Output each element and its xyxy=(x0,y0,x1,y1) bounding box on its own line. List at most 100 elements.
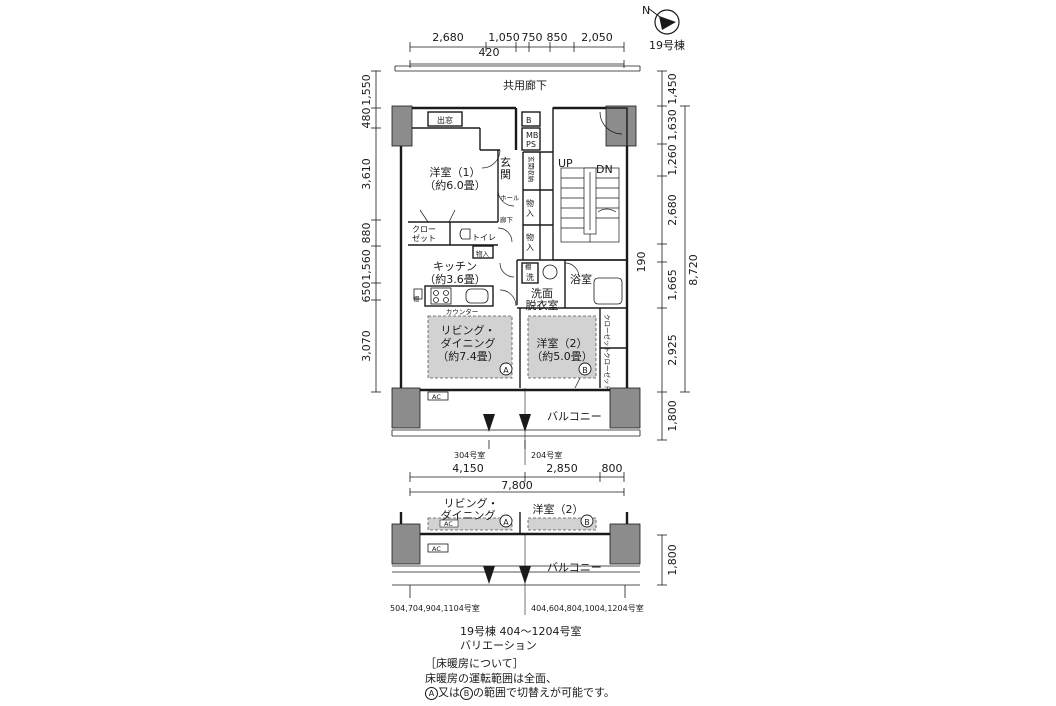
balcony-label: バルコニー xyxy=(547,410,602,423)
zone-a-marker-icon xyxy=(499,362,513,376)
right-dim-6: 1,665 xyxy=(666,269,679,301)
note-line1: 床暖房の運転範囲は全面、 xyxy=(425,672,557,685)
laundry-label: 洗 xyxy=(526,272,534,282)
ac-unit xyxy=(427,391,449,401)
entrance-label-1: 玄 xyxy=(500,155,511,169)
caption-line1: 19号棟 404〜1204号室 xyxy=(460,624,581,638)
variation-structure xyxy=(391,512,667,615)
washroom-label-1: 洗面 xyxy=(531,287,553,300)
partition-marker-left-icon xyxy=(483,414,495,432)
left-dim-5: 1,560 xyxy=(360,249,373,281)
variation-ac-label: AC xyxy=(432,545,441,553)
right-dim-total: 8,720 xyxy=(687,254,700,286)
zone-b-marker: B xyxy=(582,366,588,375)
closet-label-2: ゼット xyxy=(412,233,436,243)
note-title: ［床暖房について］ xyxy=(425,657,524,670)
partition-marker-right-icon xyxy=(519,414,531,432)
caption-line2: バリエーション xyxy=(460,639,537,652)
unit-label-left: 304号室 xyxy=(454,450,485,460)
mbps-label-2: PS xyxy=(526,140,536,149)
shoe-storage-label: 玄関収納 xyxy=(527,156,536,182)
living-area: （約7.4畳） xyxy=(437,349,499,363)
shelf-label-2: 棚 xyxy=(525,262,532,271)
right-dim-7: 2,925 xyxy=(666,334,679,366)
storage-label-2b: 入 xyxy=(526,243,534,252)
top-dim-1: 2,680 xyxy=(432,31,464,44)
top-dim-5: 2,050 xyxy=(581,31,613,44)
left-dim-3: 3,610 xyxy=(360,158,373,190)
variation-dim-1: 4,150 xyxy=(452,462,484,475)
right-dim-4: 2,680 xyxy=(666,194,679,226)
shelf-label: 棚 xyxy=(413,294,420,303)
zone-b-marker-icon xyxy=(578,362,592,376)
washroom-label-2: 脱衣室 xyxy=(526,298,559,312)
kitchen-label: キッチン xyxy=(433,260,477,273)
washbasin-icon xyxy=(542,264,558,280)
bedroom2-area: （約5.0畳） xyxy=(531,349,593,363)
fixtures xyxy=(413,228,623,305)
counter-label: カウンター xyxy=(446,307,479,316)
top-dimensions xyxy=(409,42,625,68)
left-dimensions xyxy=(371,70,381,393)
staircase xyxy=(560,167,620,243)
interior-walls xyxy=(408,107,628,388)
mbps-label-1: MB xyxy=(526,131,538,140)
storage-label-1: 物 xyxy=(526,198,534,208)
note-mid: 又は xyxy=(438,686,460,699)
stairs-up-label: UP xyxy=(558,157,573,170)
right-dim-5: 190 xyxy=(635,252,648,273)
kitchen-area: （約3.6畳） xyxy=(424,272,486,286)
structural-columns xyxy=(391,105,641,429)
variation-zone-a-marker: A xyxy=(503,518,509,527)
right-dim-8: 1,800 xyxy=(666,400,679,432)
living-label-2: ダイニング xyxy=(441,336,496,350)
b-label: B xyxy=(526,116,532,125)
bedroom1-area: （約6.0畳） xyxy=(424,178,486,192)
toilet-label: トイレ xyxy=(472,233,496,242)
bedroom2-label: 洋室（2） xyxy=(537,336,588,350)
right-dim-3: 1,260 xyxy=(666,144,679,176)
variation-dim-total: 7,800 xyxy=(501,479,533,492)
note-marker-b: B xyxy=(460,687,473,700)
compass-north-label: N xyxy=(642,4,650,17)
stove-icon xyxy=(430,287,452,305)
storage-label-2: 物 xyxy=(526,232,534,242)
left-dim-2: 480 xyxy=(360,108,373,129)
left-dim-4: 880 xyxy=(360,223,373,244)
variation-zone-a-icon xyxy=(499,514,513,528)
variation-partition-marker-right-icon xyxy=(519,566,531,584)
right-dim-2: 1,630 xyxy=(666,109,679,141)
left-dim-7: 3,070 xyxy=(360,330,373,362)
variation-dim-3: 800 xyxy=(602,462,623,475)
variation-living-label-1: リビング・ xyxy=(444,496,499,510)
variation-balcony-label: バルコニー xyxy=(547,561,602,574)
right-dim-1: 1,450 xyxy=(666,73,679,105)
compass: N 19号棟 xyxy=(642,4,685,52)
corridor-railing xyxy=(394,65,641,72)
variation-balcony-dim: 1,800 xyxy=(666,544,679,576)
note-end: の範囲で切替えが可能です。 xyxy=(473,686,615,699)
hall-label: ホール xyxy=(500,194,520,202)
refrigerator-icon xyxy=(413,288,423,300)
variation-zone-b-marker: B xyxy=(584,518,590,527)
top-dim-2: 1,050 xyxy=(488,31,520,44)
variation-zone-b-icon xyxy=(580,514,594,528)
entrance-label-2: 関 xyxy=(500,168,511,181)
unit-label-right: 204号室 xyxy=(531,450,562,460)
bathtub-icon xyxy=(593,277,623,305)
bathroom-label: 浴室 xyxy=(570,272,592,286)
zone-a-marker: A xyxy=(503,366,509,375)
variation-dim-2: 2,850 xyxy=(546,462,578,475)
variation-left-units: 504,704,904,1104号室 xyxy=(390,603,480,613)
closet-label-1: クロー xyxy=(412,225,436,234)
floor-heating-zone-a xyxy=(427,315,513,379)
top-dim-4: 850 xyxy=(547,31,568,44)
variation-bedroom2-label: 洋室（2） xyxy=(533,502,584,516)
sink-icon xyxy=(465,288,489,304)
note-marker-a: A xyxy=(425,687,438,700)
common-corridor-label: 共用廊下 xyxy=(503,78,547,92)
variation-partition-marker-left-icon xyxy=(483,566,495,584)
variation-dimensions xyxy=(409,472,625,496)
compass-north-arrow-icon xyxy=(659,16,676,30)
